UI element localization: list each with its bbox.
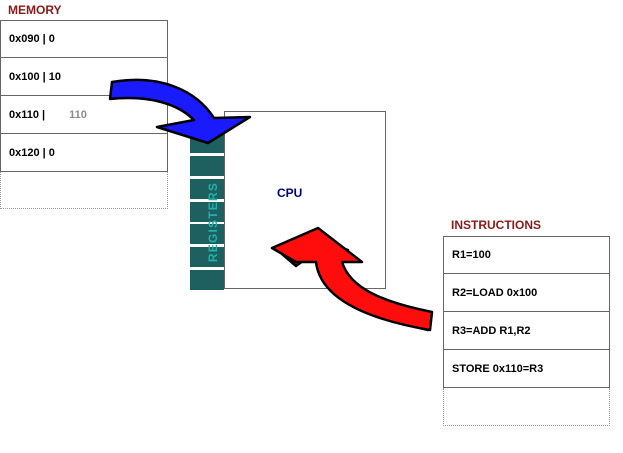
memory-cell: 0x100 | 10	[9, 70, 62, 83]
instruction-row: R3=ADD R1,R2	[443, 312, 610, 350]
instruction-row: STORE 0x110=R3	[443, 350, 610, 388]
cpu-label: CPU	[277, 186, 303, 200]
instruction-row: R1=100	[443, 236, 610, 274]
memory-row: 0x100 | 10	[0, 58, 168, 96]
instruction-cell: R1=100	[452, 249, 491, 261]
pending-value: 110	[69, 108, 87, 121]
instruction-cell: R3=ADD R1,R2	[452, 324, 531, 337]
register-cell	[190, 247, 224, 268]
memory-cell: 0x120 | 0	[9, 146, 55, 159]
register-bank	[190, 133, 224, 290]
register-cell	[190, 178, 224, 199]
instruction-row: R2=LOAD 0x100	[443, 274, 610, 312]
register-cell	[190, 155, 224, 176]
register-cell	[190, 270, 224, 290]
instruction-cell: STORE 0x110=R3	[452, 362, 544, 375]
instructions-table: R1=100 R2=LOAD 0x100 R3=ADD R1,R2 STORE …	[443, 236, 610, 426]
register-cell	[190, 201, 224, 222]
red-arrow-icon	[270, 226, 434, 332]
memory-row: 0x090 | 0	[0, 20, 168, 58]
memory-cell: 0x090 | 0	[9, 33, 55, 45]
instructions-title: INSTRUCTIONS	[451, 218, 541, 232]
instruction-row-empty	[443, 388, 610, 426]
memory-cell: 0x110 |	[9, 108, 46, 121]
memory-title: MEMORY	[8, 3, 62, 17]
memory-row-empty	[0, 172, 168, 209]
memory-row: 0x120 | 0	[0, 134, 168, 172]
memory-table: 0x090 | 0 0x100 | 10 0x110 | 110 0x120 | …	[0, 20, 168, 209]
blue-arrow-icon	[108, 78, 252, 145]
instruction-cell: R2=LOAD 0x100	[452, 286, 538, 299]
memory-row: 0x110 | 110	[0, 96, 168, 134]
register-cell	[190, 224, 224, 245]
